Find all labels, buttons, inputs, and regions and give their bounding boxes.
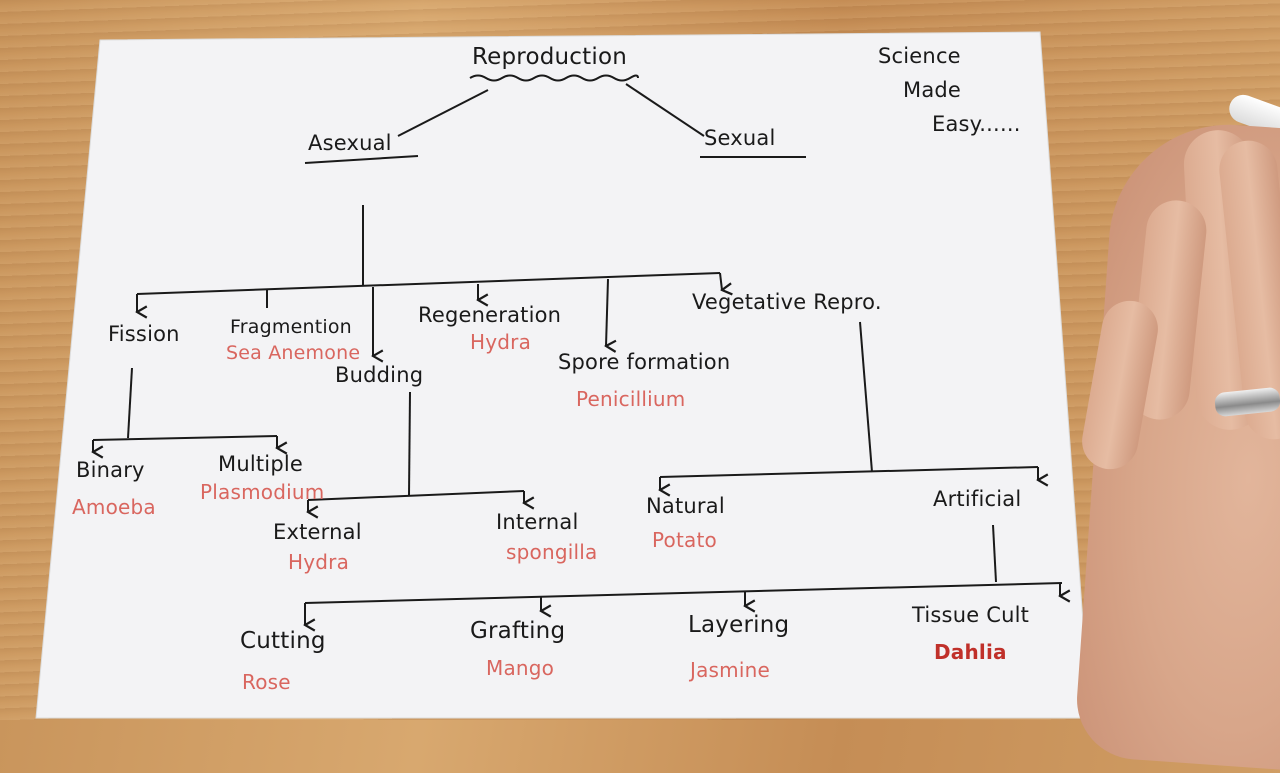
node-natural: Natural (646, 494, 725, 518)
node-fragmentation: Fragmention (230, 316, 352, 338)
example-penicillium: Penicillium (576, 387, 686, 411)
node-cutting: Cutting (240, 628, 326, 654)
line-fission-down (127, 367, 133, 439)
example-dahlia: Dahlia (934, 640, 1007, 664)
arrow-spore (606, 278, 608, 346)
node-multiple: Multiple (218, 452, 304, 476)
node-regeneration: Regeneration (418, 303, 562, 327)
node-spore-formation: Spore formation (558, 350, 731, 374)
node-asexual: Asexual (308, 131, 392, 155)
node-tissue-culture: Tissue Cult (912, 603, 1030, 627)
example-sea-anemone: Sea Anemone (226, 342, 361, 364)
example-plasmodium: Plasmodium (200, 480, 325, 504)
line-artificial-bar (304, 582, 1063, 604)
arrow-vegetative (719, 272, 722, 290)
line-budding-bar (307, 490, 525, 501)
branding-line-2: Made (903, 78, 962, 102)
diagram-title: Reproduction (472, 44, 627, 70)
node-sexual: Sexual (704, 126, 776, 150)
node-artificial: Artificial (933, 487, 1022, 511)
node-vegetative: Vegetative Repro. (692, 290, 882, 314)
node-grafting: Grafting (470, 618, 566, 644)
node-internal: Internal (496, 510, 579, 534)
asexual-underline (304, 155, 419, 164)
line-asexual-bar (136, 272, 721, 295)
example-amoeba: Amoeba (72, 495, 156, 519)
example-potato: Potato (652, 528, 717, 552)
example-external-hydra: Hydra (288, 550, 350, 574)
example-jasmine: Jasmine (690, 658, 770, 682)
line-fission-bar (92, 435, 278, 441)
branding-line-3: Easy...... (932, 112, 1021, 136)
example-mango: Mango (486, 656, 555, 680)
node-external: External (273, 520, 362, 544)
example-spongilla: spongilla (506, 540, 598, 564)
line-vegetative-bar (659, 466, 1039, 478)
node-fission: Fission (108, 322, 180, 346)
node-budding: Budding (335, 363, 424, 387)
example-rose: Rose (242, 670, 291, 694)
node-binary: Binary (76, 458, 145, 482)
line-title-sexual (625, 83, 705, 137)
example-regeneration-hydra: Hydra (470, 330, 532, 354)
line-budding-down (408, 391, 411, 497)
line-vegetative-down (859, 321, 873, 473)
title-underline (469, 74, 639, 82)
node-layering: Layering (688, 612, 790, 638)
line-artificial-down (992, 524, 997, 583)
line-title-asexual (397, 89, 489, 137)
branding-line-1: Science (878, 44, 961, 68)
